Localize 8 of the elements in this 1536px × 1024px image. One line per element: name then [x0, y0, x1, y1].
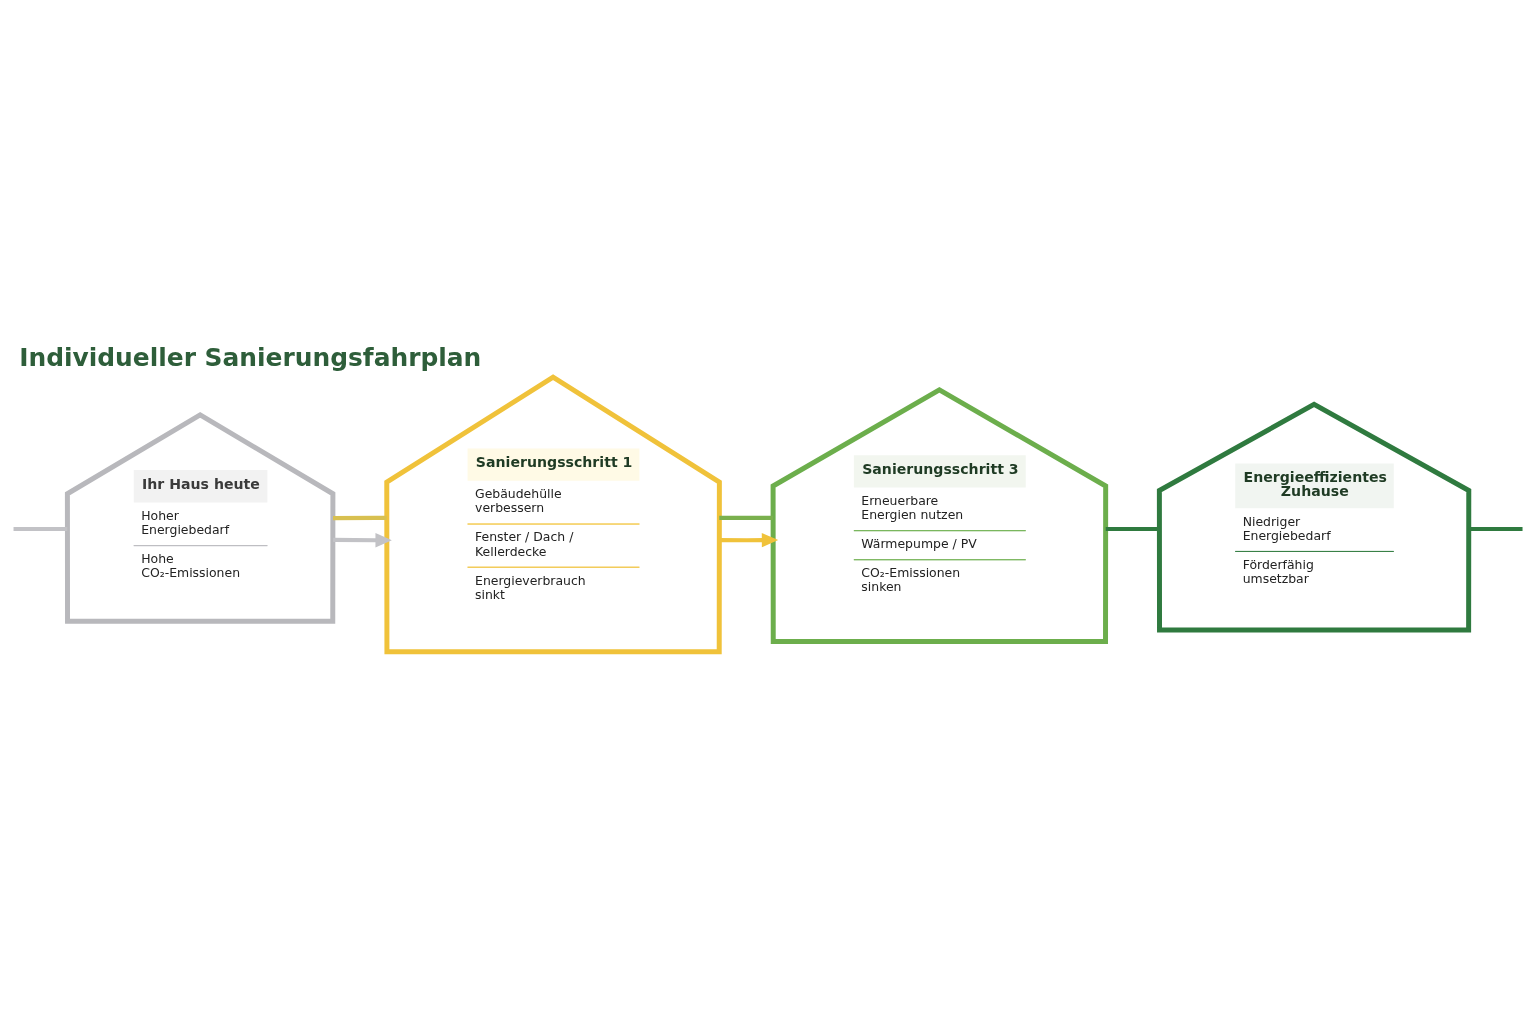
connector	[719, 515, 774, 520]
diagram-title: Individueller Sanierungsfahrplan	[19, 342, 482, 372]
connector	[13, 526, 68, 532]
connector	[1468, 526, 1523, 532]
connector	[1105, 526, 1160, 532]
arrow	[719, 533, 779, 548]
connector	[333, 515, 387, 521]
arrow	[333, 533, 392, 548]
